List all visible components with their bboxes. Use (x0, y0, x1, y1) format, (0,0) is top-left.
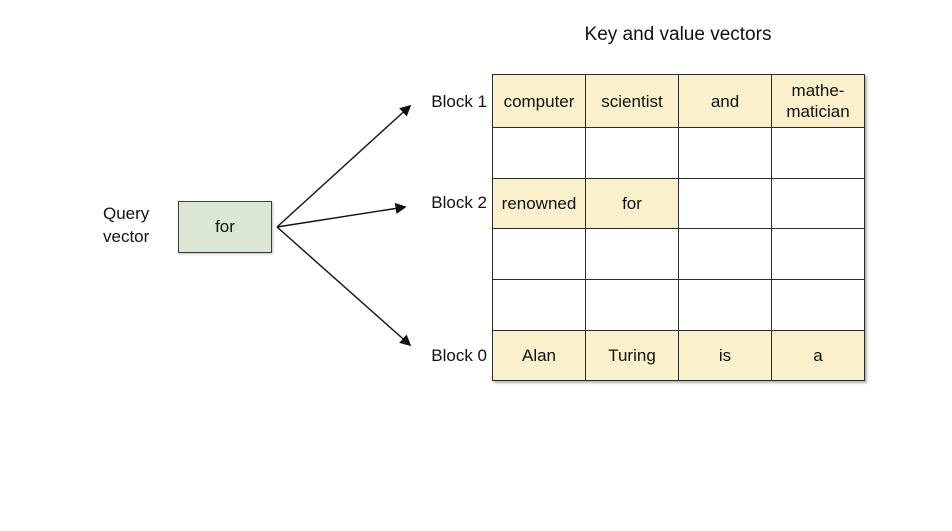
query-vector-label: Query vector (103, 204, 150, 246)
table-cell (678, 228, 772, 280)
query-vector-box: for (178, 201, 272, 253)
table-cell (678, 127, 772, 179)
table-cell (678, 178, 772, 229)
table-cell (492, 228, 586, 280)
table-cell: is (678, 330, 772, 381)
table-cell (585, 127, 679, 179)
table-cell (771, 127, 865, 179)
arrow-to-block-0 (276, 226, 412, 347)
table-cell (678, 279, 772, 331)
table-row (492, 279, 865, 331)
block-2-label: Block 2 (431, 193, 487, 212)
table-cell (771, 228, 865, 280)
query-vector-value: for (215, 217, 235, 236)
table-cell: Alan (492, 330, 586, 381)
table-cell: Turing (585, 330, 679, 381)
block-1-label: Block 1 (431, 92, 487, 111)
table-cell (771, 279, 865, 331)
arrow-to-block-2 (276, 202, 407, 228)
table-cell: mathe- matician (771, 74, 865, 128)
table-cell (771, 178, 865, 229)
table-cell: renowned (492, 178, 586, 229)
table-row (492, 228, 865, 280)
table-cell (492, 127, 586, 179)
key-value-table: computer scientist and mathe- matician r… (492, 74, 865, 381)
table-cell: a (771, 330, 865, 381)
table-cell: scientist (585, 74, 679, 128)
table-row: computer scientist and mathe- matician (492, 74, 865, 128)
table-cell: computer (492, 74, 586, 128)
table-cell (492, 279, 586, 331)
table-row: Alan Turing is a (492, 330, 865, 381)
table-row: renowned for (492, 178, 865, 229)
block-0-label: Block 0 (431, 346, 487, 365)
table-cell: and (678, 74, 772, 128)
diagram-title: Key and value vectors (584, 24, 772, 45)
table-cell (585, 228, 679, 280)
table-cell: for (585, 178, 679, 229)
table-row (492, 127, 865, 179)
table-cell (585, 279, 679, 331)
